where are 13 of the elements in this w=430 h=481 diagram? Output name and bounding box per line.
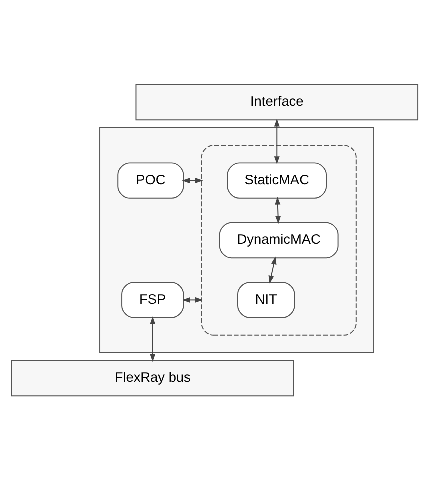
- node-box: NIT: [238, 282, 296, 318]
- cluster: [201, 145, 357, 336]
- node-box: FlexRay bus: [11, 360, 294, 397]
- node-box: DynamicMAC: [219, 222, 339, 259]
- node-box: StaticMAC: [227, 162, 328, 199]
- node-box: FSP: [122, 282, 184, 318]
- arrow: [268, 256, 277, 284]
- arrow: [275, 197, 282, 224]
- arrow: [150, 316, 156, 362]
- arrow: [182, 178, 204, 184]
- node-box: POC: [118, 162, 184, 199]
- arrow: [274, 118, 280, 164]
- node-box: Interface: [136, 84, 419, 121]
